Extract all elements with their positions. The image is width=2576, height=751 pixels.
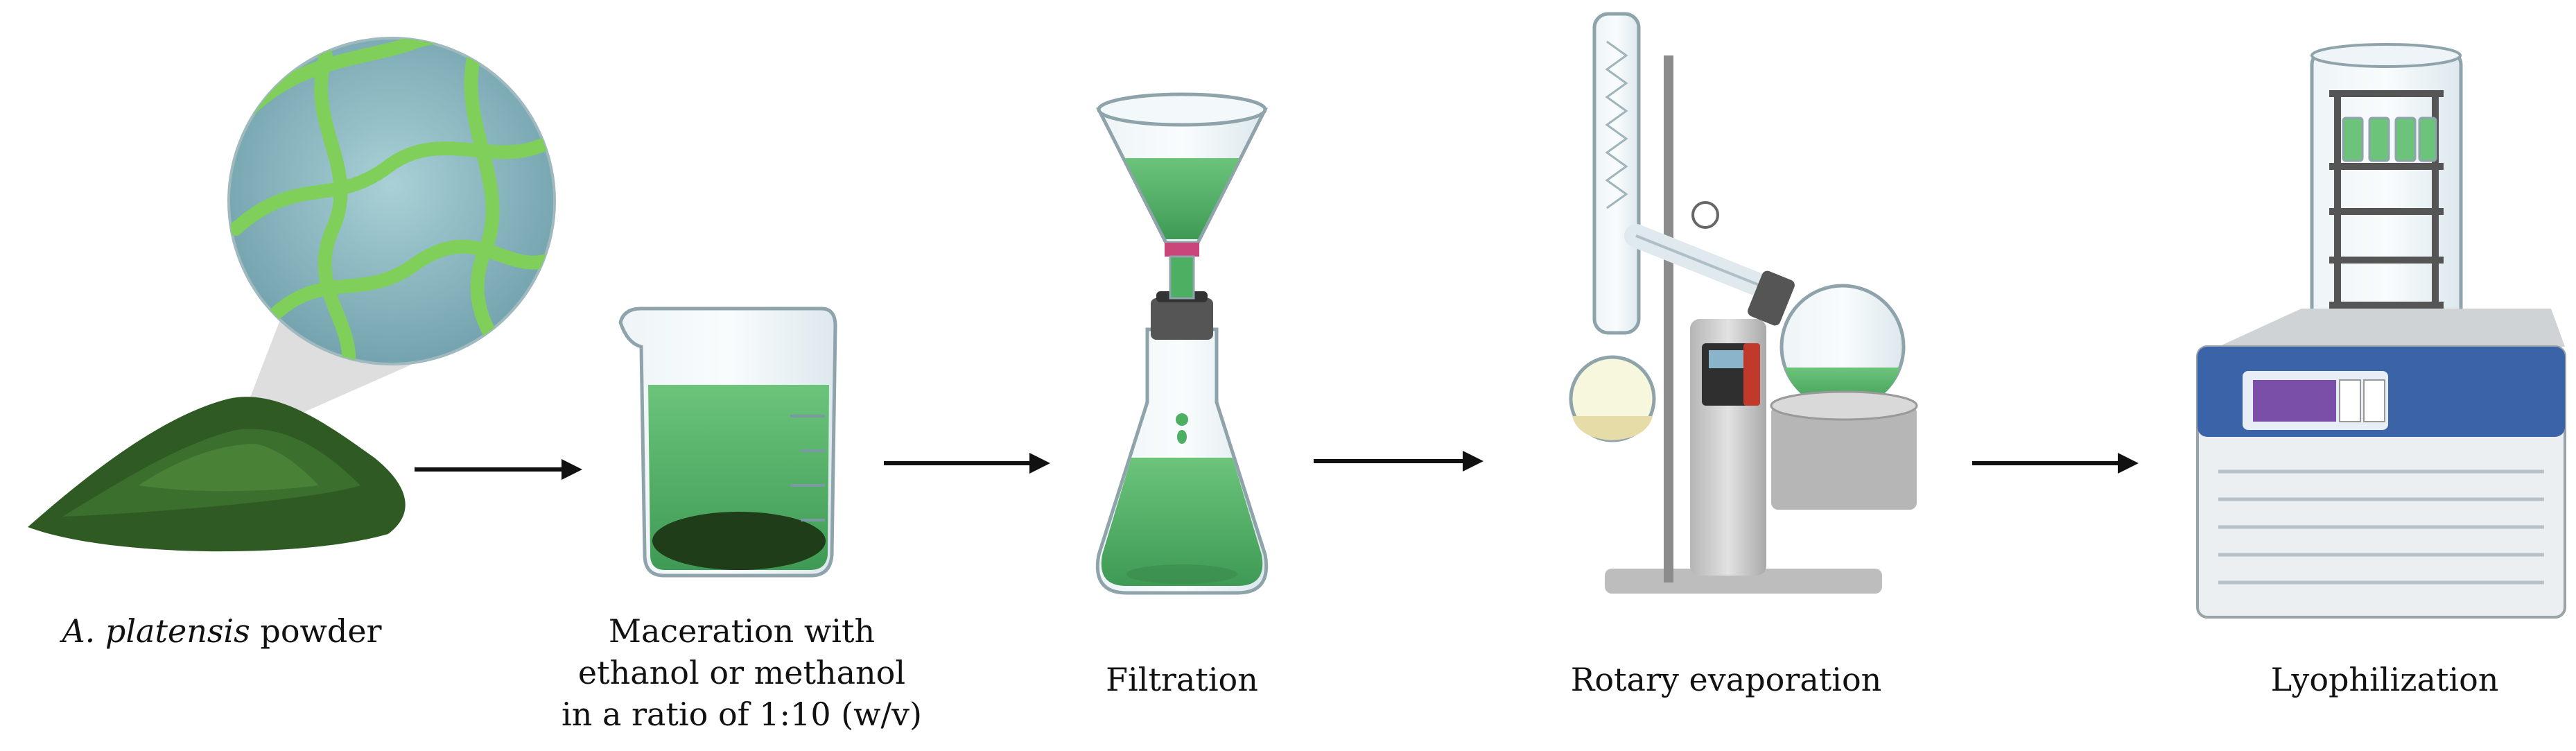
step-label-filtration: Filtration (1106, 661, 1258, 698)
step-label-powder: A. platensis powder (28, 610, 416, 652)
erlenmeyer-flask-icon (1095, 327, 1269, 595)
rotary-evaporator-icon (1569, 12, 1918, 594)
arrow-4 (1972, 453, 2139, 474)
maceration-line-2: ethanol or methanol (577, 654, 906, 691)
maceration-line-3: in a ratio of 1:10 (w/v) (562, 696, 922, 733)
step-label-rotary-evaporation: Rotary evaporation (1570, 661, 1882, 698)
arrow-3 (1314, 451, 1483, 472)
beaker-icon (618, 307, 837, 578)
powder-step (28, 37, 556, 552)
arrow-2 (884, 453, 1050, 474)
rubber-stopper (1151, 298, 1213, 340)
powder-word: powder (250, 612, 382, 650)
powder-pile-icon (28, 397, 406, 552)
freeze-dryer-icon (2196, 43, 2566, 619)
step-label-maceration: Maceration with ethanol or methanol in a… (541, 610, 943, 735)
species-name: A. platensis (62, 612, 250, 650)
filtration-step (1095, 92, 1269, 595)
filter-funnel-icon (1095, 92, 1269, 444)
arrow-1 (415, 459, 582, 480)
maceration-line-1: Maceration with (608, 612, 876, 650)
step-label-lyophilization: Lyophilization (2270, 661, 2499, 698)
